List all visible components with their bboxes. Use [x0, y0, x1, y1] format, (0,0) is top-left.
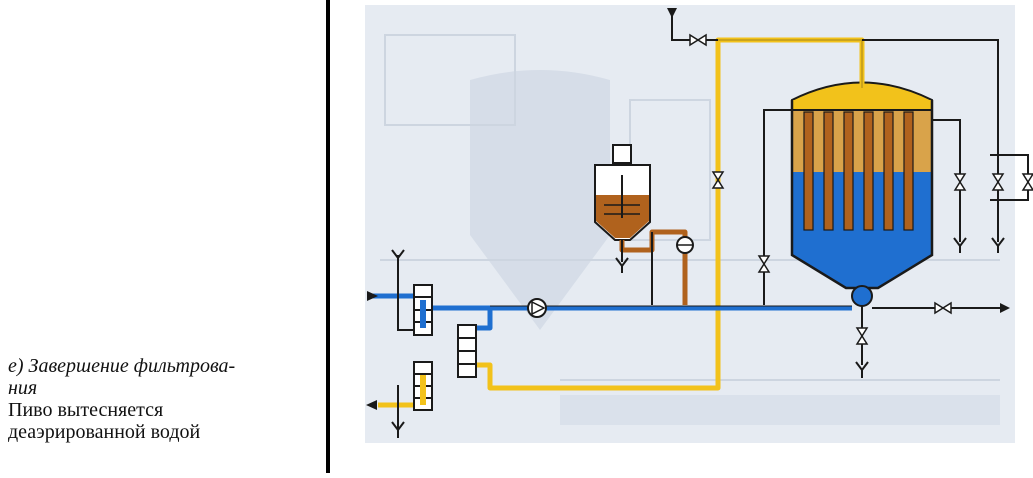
dosing-tank: [594, 144, 651, 241]
drain-icon: [855, 361, 869, 378]
drain-icon: [391, 249, 405, 260]
vessel-outlet: [851, 285, 873, 307]
sight-glass-icon: [676, 236, 694, 254]
flow-arrow-icon: [366, 400, 377, 410]
process-lines: [397, 10, 1029, 430]
caption-body-line2: деаэрированной водой: [8, 421, 201, 443]
valve-icon: [991, 173, 1005, 191]
filter-vessel: [790, 81, 934, 307]
valve-icon: [1021, 173, 1033, 191]
vessel-yellow-band: [792, 100, 932, 110]
caption-title-line2: ния: [8, 377, 38, 399]
valve-icon: [855, 327, 869, 345]
valve-icon: [757, 255, 771, 273]
filter-candles: [803, 111, 914, 231]
valve-icon: [934, 301, 952, 315]
drain-icon: [991, 237, 1005, 253]
ghost-tank: [380, 34, 1000, 425]
flow-arrow-icon: [1000, 303, 1010, 313]
drain-icon: [391, 421, 405, 438]
valve-icon: [953, 173, 967, 191]
drain-icon: [953, 237, 967, 253]
pump-icon: [527, 298, 547, 318]
valve-icon: [711, 171, 725, 189]
figure-caption: е) Завершение фильтрова- ния Пиво вытесн…: [8, 355, 318, 443]
flow-arrow-icon: [367, 291, 378, 301]
plate-exchanger-middle: [457, 324, 477, 378]
process-diagram: [335, 0, 1033, 473]
vertical-divider: [326, 0, 330, 473]
caption-title-line1: е) Завершение фильтрова-: [8, 355, 236, 377]
caption-body-line1: Пиво вытесняется: [8, 399, 164, 421]
flow-arrow-icon: [667, 8, 677, 18]
valve-icon: [689, 33, 707, 47]
drain-icon: [615, 257, 629, 273]
